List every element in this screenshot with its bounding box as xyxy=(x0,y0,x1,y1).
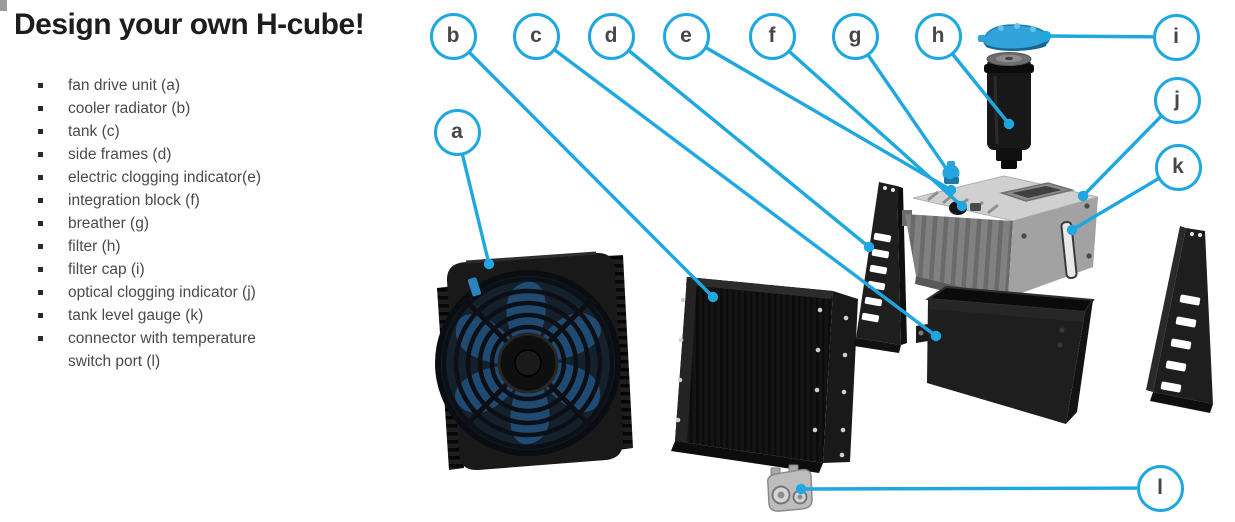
list-item: breather (g) xyxy=(38,212,283,235)
callout-d: d xyxy=(587,12,635,60)
filter-graphic xyxy=(984,52,1034,169)
side-frame-right-graphic xyxy=(1146,226,1213,413)
part-label: tank (c) xyxy=(68,123,120,140)
parts-legend: Design your own H-cube! fan drive unit (… xyxy=(14,8,414,373)
callout-dot-g xyxy=(944,168,956,180)
callout-line-d xyxy=(609,34,871,249)
fan-clip-detail xyxy=(467,277,482,297)
list-item: integration block (f) xyxy=(38,189,283,212)
bullet-square-icon xyxy=(38,336,43,341)
callout-line-g xyxy=(853,34,952,176)
fan-drive-unit-graphic xyxy=(435,251,633,471)
callout-dot-d xyxy=(863,241,875,253)
bullet-square-icon xyxy=(38,129,43,134)
part-label: electric clogging indicator(e) xyxy=(68,169,261,186)
callout-dot-h xyxy=(1003,118,1015,130)
callout-dot-i xyxy=(1040,30,1052,42)
callout-line-c xyxy=(534,34,938,338)
callout-dot-f xyxy=(956,200,968,212)
list-item: filter cap (i) xyxy=(38,258,283,281)
callout-f: f xyxy=(748,12,796,60)
bullet-square-icon xyxy=(38,244,43,249)
part-label: filter cap (i) xyxy=(68,261,145,278)
callout-line-e xyxy=(684,34,953,192)
list-item: cooler radiator (b) xyxy=(38,97,283,120)
list-item: tank level gauge (k) xyxy=(38,304,283,327)
callout-e: e xyxy=(662,12,710,60)
bullet-square-icon xyxy=(38,175,43,180)
bullet-square-icon xyxy=(38,198,43,203)
bullet-square-icon xyxy=(38,106,43,111)
part-label: connector with temperature switch port (… xyxy=(68,330,256,370)
callout-c: c xyxy=(512,12,560,60)
callout-dot-a xyxy=(483,258,495,270)
callout-b: b xyxy=(429,12,477,60)
parts-list: fan drive unit (a) cooler radiator (b) t… xyxy=(38,74,283,373)
callout-a: a xyxy=(433,108,481,156)
list-item: electric clogging indicator(e) xyxy=(38,166,283,189)
callout-line-l xyxy=(799,486,1162,491)
bullet-square-icon xyxy=(38,83,43,88)
connector-graphic xyxy=(766,464,813,512)
part-label: cooler radiator (b) xyxy=(68,100,191,117)
list-item: tank (c) xyxy=(38,120,283,143)
part-label: optical clogging indicator (j) xyxy=(68,284,256,301)
part-label: filter (h) xyxy=(68,238,121,255)
bullet-square-icon xyxy=(38,267,43,272)
callout-h: h xyxy=(914,12,962,60)
part-label: side frames (d) xyxy=(68,146,172,163)
bullet-square-icon xyxy=(38,221,43,226)
bullet-square-icon xyxy=(38,313,43,318)
part-label: integration block (f) xyxy=(68,192,200,209)
callout-dot-l xyxy=(795,483,807,495)
side-frame-left-graphic xyxy=(854,182,907,353)
cooler-radiator-graphic xyxy=(671,277,858,473)
tank-graphic xyxy=(916,285,1095,424)
list-item: side frames (d) xyxy=(38,143,283,166)
callout-g: g xyxy=(831,12,879,60)
callout-j: j xyxy=(1153,76,1201,124)
tank-level-gauge-graphic xyxy=(1060,221,1078,279)
part-label: tank level gauge (k) xyxy=(68,307,204,324)
part-label: breather (g) xyxy=(68,215,149,232)
callout-line-f xyxy=(770,34,964,208)
list-item: filter (h) xyxy=(38,235,283,258)
bullet-square-icon xyxy=(38,290,43,295)
page-title: Design your own H-cube! xyxy=(14,8,365,41)
callout-k: k xyxy=(1154,143,1202,191)
callout-l: l xyxy=(1136,464,1184,512)
callout-dot-k xyxy=(1066,224,1078,236)
list-item: connector with temperature switch port (… xyxy=(38,327,283,373)
part-label: fan drive unit (a) xyxy=(68,77,180,94)
slide-corner-artifact xyxy=(0,0,7,11)
callout-dot-c xyxy=(930,330,942,342)
callout-line-b xyxy=(451,34,715,299)
callout-dot-j xyxy=(1077,190,1089,202)
callout-dot-b xyxy=(707,291,719,303)
bullet-square-icon xyxy=(38,152,43,157)
callout-i: i xyxy=(1152,13,1200,61)
list-item: optical clogging indicator (j) xyxy=(38,281,283,304)
list-item: fan drive unit (a) xyxy=(38,74,283,97)
